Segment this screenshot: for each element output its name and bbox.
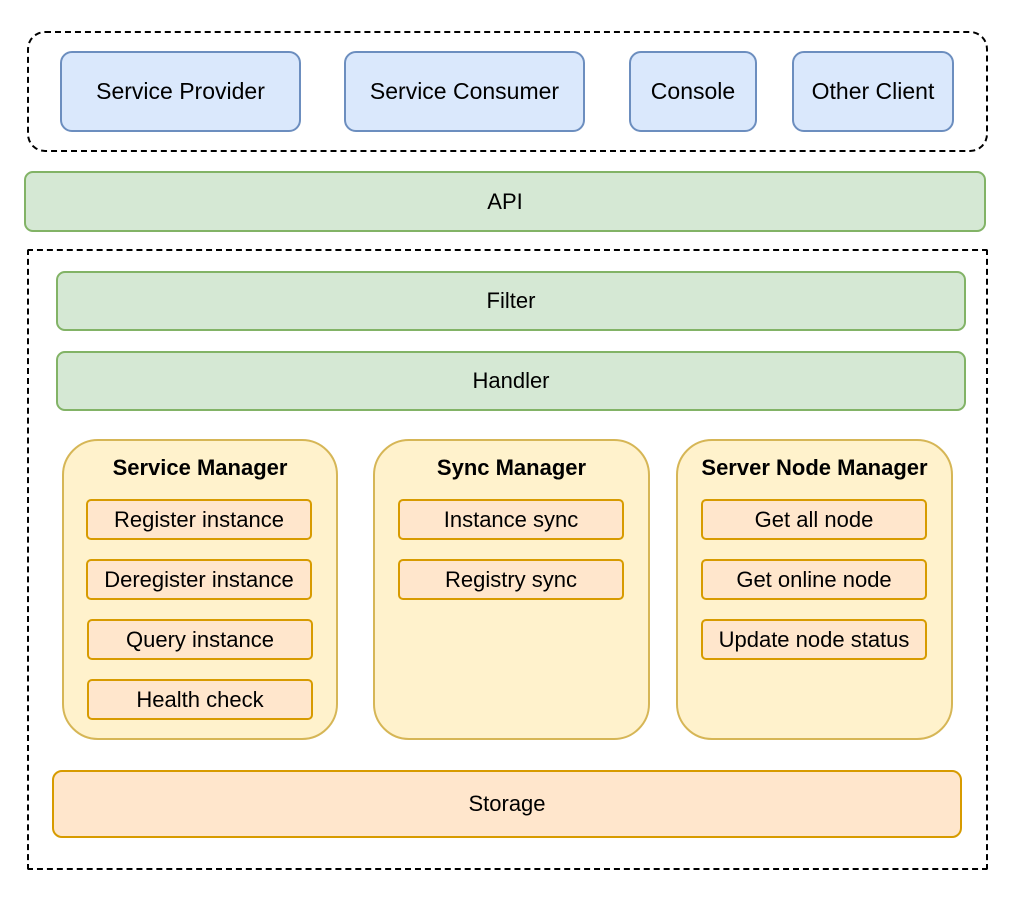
sync-manager-title: Sync Manager (436, 455, 587, 480)
filter-layer: Filter (56, 271, 966, 331)
query-instance-item: Query instance (87, 619, 313, 660)
register-instance-item: Register instance (86, 499, 312, 540)
service-provider-box: Service Provider (60, 51, 301, 132)
deregister-instance-item: Deregister instance (86, 559, 312, 600)
other-client-box: Other Client (792, 51, 954, 132)
service-manager-title: Service Manager (112, 455, 288, 480)
handler-layer: Handler (56, 351, 966, 411)
get-online-node-item: Get online node (701, 559, 927, 600)
server-group (27, 249, 988, 870)
console-box: Console (629, 51, 757, 132)
registry-sync-item: Registry sync (398, 559, 624, 600)
instance-sync-item: Instance sync (398, 499, 624, 540)
health-check-item: Health check (87, 679, 313, 720)
storage-layer: Storage (52, 770, 962, 838)
service-consumer-box: Service Consumer (344, 51, 585, 132)
update-node-status-item: Update node status (701, 619, 927, 660)
api-layer: API (24, 171, 986, 232)
get-all-node-item: Get all node (701, 499, 927, 540)
server-node-manager-title: Server Node Manager (701, 455, 928, 480)
client-group (27, 31, 988, 152)
